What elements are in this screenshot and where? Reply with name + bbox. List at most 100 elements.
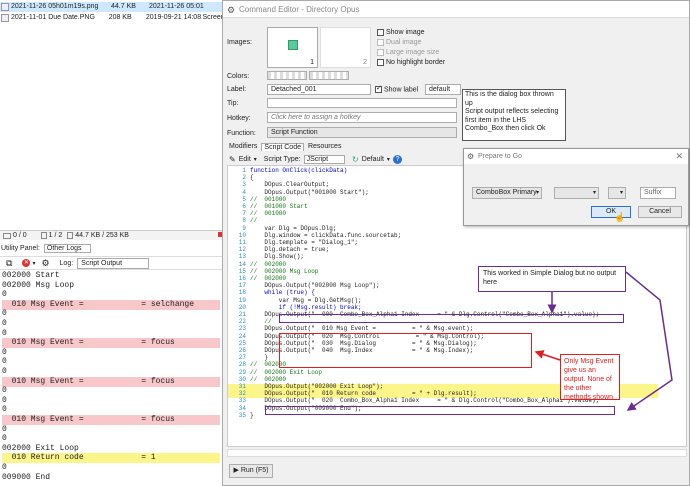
close-icon[interactable]: ✕ bbox=[675, 151, 683, 161]
combobox-primary[interactable]: ComboBox Primary▾ bbox=[472, 187, 542, 199]
log-line: 0 bbox=[2, 328, 7, 338]
code-text: DOpus.Output("002000 Msg Loop"); bbox=[250, 282, 380, 290]
title-bar: ⚙ Command Editor - Directory Opus bbox=[223, 1, 689, 18]
code-line: 7// 001000 bbox=[228, 210, 658, 218]
dialog-note-callout: This is the dialog box thrown up Script … bbox=[462, 89, 566, 141]
exit-combo-line-highlight bbox=[265, 406, 615, 415]
log-line: 010 Msg Event = = focus bbox=[2, 338, 220, 349]
tab-script-code[interactable]: Script Code bbox=[261, 143, 304, 151]
utility-panel-dropdown[interactable]: Other Logs bbox=[43, 243, 91, 253]
images-label: Images: bbox=[227, 39, 252, 46]
opus-icon: ⚙ bbox=[227, 5, 236, 15]
window-title: Command Editor - Directory Opus bbox=[239, 5, 360, 14]
edit-menu-button[interactable]: Edit bbox=[238, 155, 251, 163]
file-date: 2019-09-21 14:08 bbox=[145, 14, 202, 21]
code-line: 15// 002000 Msg Loop bbox=[228, 268, 658, 276]
image-slot-2[interactable]: 2 bbox=[320, 27, 371, 68]
default-icon: ↻ bbox=[352, 154, 359, 164]
code-line: 17 DOpus.Output("002000 Msg Loop"); bbox=[228, 282, 658, 290]
line-number: 3 bbox=[242, 181, 246, 189]
cancel-button[interactable]: Cancel bbox=[638, 206, 682, 218]
ok-button[interactable]: OK bbox=[591, 206, 631, 218]
tab-modifiers[interactable]: Modifiers bbox=[229, 143, 258, 150]
log-line: 009000 End bbox=[2, 472, 51, 482]
code-line: 27 } bbox=[228, 354, 658, 362]
label-input[interactable]: Detached_001 bbox=[267, 84, 371, 95]
status-size: 44.7 KB / 253 KB bbox=[75, 232, 129, 239]
log-line: 002000 Msg Loop bbox=[2, 280, 75, 290]
line-number: 14 bbox=[238, 260, 246, 268]
help-icon[interactable]: ? bbox=[392, 154, 402, 164]
code-line: 35} bbox=[228, 411, 658, 420]
dual-image-checkbox[interactable]: Dual image bbox=[377, 38, 445, 48]
image-options: Show image Dual image Large image size N… bbox=[377, 28, 445, 68]
image-slot-1[interactable]: 1 bbox=[267, 27, 318, 68]
line-number: 12 bbox=[238, 246, 246, 254]
line-number: 11 bbox=[238, 239, 246, 246]
arrow-to-exit-line bbox=[625, 271, 673, 411]
file-name: 2021-11-01 Due Date.PNG bbox=[11, 14, 95, 21]
default-button[interactable]: Default bbox=[361, 155, 384, 163]
clear-icon[interactable]: ✕ bbox=[22, 259, 31, 267]
options-icon[interactable]: ⚙ bbox=[41, 257, 50, 268]
code-text: // 001000 Start bbox=[250, 203, 308, 210]
log-label: Log: bbox=[59, 259, 74, 267]
label-mode-dropdown[interactable]: default bbox=[425, 84, 461, 95]
background-color-picker[interactable] bbox=[309, 71, 349, 80]
combobox-tertiary[interactable]: ▾ bbox=[608, 187, 626, 199]
code-text: DOpus.Output(" 010 Return code = " + Dlg… bbox=[250, 390, 477, 398]
code-text: DOpus.Output(" 040 Msg.Index = " & Msg.I… bbox=[250, 347, 474, 354]
show-label-checkbox[interactable]: ✓Show label bbox=[375, 85, 418, 93]
log-dropdown[interactable]: Script Output bbox=[77, 257, 150, 269]
file-row[interactable]: 2021-11-26 05h01m19s.png 44.7 KB 2021-11… bbox=[0, 2, 222, 12]
label-mode-value: default bbox=[429, 86, 451, 93]
code-text: DOpus.Output("002000 Exit Loop"); bbox=[250, 383, 384, 390]
combobox-secondary[interactable]: ▾ bbox=[554, 187, 599, 199]
text-color-picker[interactable] bbox=[267, 71, 307, 80]
no-highlight-border-checkbox[interactable]: No highlight border bbox=[377, 58, 445, 68]
line-number: 1 bbox=[242, 167, 246, 174]
code-text: // 001000 bbox=[250, 195, 287, 203]
line-number: 35 bbox=[238, 411, 246, 419]
close-panel-icon[interactable] bbox=[218, 232, 223, 237]
combobox-primary-value: ComboBox Primary bbox=[476, 189, 537, 196]
log-line: 0 bbox=[2, 290, 7, 300]
code-text: // 002000 Exit Loop bbox=[250, 368, 323, 376]
log-line: 002000 Start bbox=[2, 271, 60, 280]
tab-resources[interactable]: Resources bbox=[307, 143, 342, 150]
folder-icon bbox=[3, 232, 11, 239]
log-line: 0 bbox=[2, 395, 7, 405]
code-line: 33 DOpus.Output(" 020 Combo_Box_Alpha1 I… bbox=[228, 397, 658, 405]
log-line: 0 bbox=[2, 347, 7, 357]
large-image-size-checkbox[interactable]: Large image size bbox=[377, 48, 445, 58]
chevron-down-icon[interactable]: ▾ bbox=[32, 260, 36, 267]
code-line: 29// 002000 Exit Loop bbox=[228, 368, 658, 377]
copy-icon[interactable]: ⧉ bbox=[6, 257, 13, 268]
mouse-cursor-icon: ☝ bbox=[614, 212, 626, 222]
hotkey-input[interactable]: Click here to assign a hotkey bbox=[267, 112, 457, 123]
code-text: if (!Msg.result) break; bbox=[250, 303, 362, 311]
function-type-dropdown[interactable]: Script Function bbox=[267, 127, 457, 138]
code-text: // bbox=[250, 217, 258, 225]
line-number: 18 bbox=[238, 289, 246, 297]
line-number: 8 bbox=[242, 217, 246, 225]
prepare-to-go-dialog: ⚙ Prepare to Go ✕ ComboBox Primary▾ ▾ ▾ … bbox=[463, 148, 689, 226]
horizontal-scrollbar[interactable] bbox=[227, 449, 687, 457]
line-number: 24 bbox=[238, 332, 246, 340]
image-add-icon bbox=[288, 40, 298, 50]
script-type-dropdown[interactable]: JScript bbox=[303, 154, 346, 164]
msg-lines-highlight bbox=[279, 333, 532, 368]
show-image-checkbox[interactable]: Show image bbox=[377, 28, 445, 38]
code-text: // bbox=[250, 318, 272, 326]
code-line: 24 DOpus.Output(" 020 Msg.Control = " & … bbox=[228, 332, 658, 341]
file-row[interactable]: 2021-11-01 Due Date.PNG 208 KB 2019-09-2… bbox=[0, 13, 222, 23]
suffix-input[interactable]: Suffix bbox=[640, 187, 676, 199]
hotkey-label: Hotkey: bbox=[227, 115, 251, 122]
run-button[interactable]: ▶ Run (F5) bbox=[229, 464, 273, 478]
tip-input[interactable] bbox=[267, 98, 457, 108]
line-number: 31 bbox=[238, 383, 246, 390]
dialog-title-bar: ⚙ Prepare to Go ✕ bbox=[464, 149, 688, 164]
image-file-icon bbox=[1, 14, 9, 22]
log-line: 0 bbox=[2, 463, 7, 472]
code-line: 20 if (!Msg.result) break; bbox=[228, 303, 658, 312]
